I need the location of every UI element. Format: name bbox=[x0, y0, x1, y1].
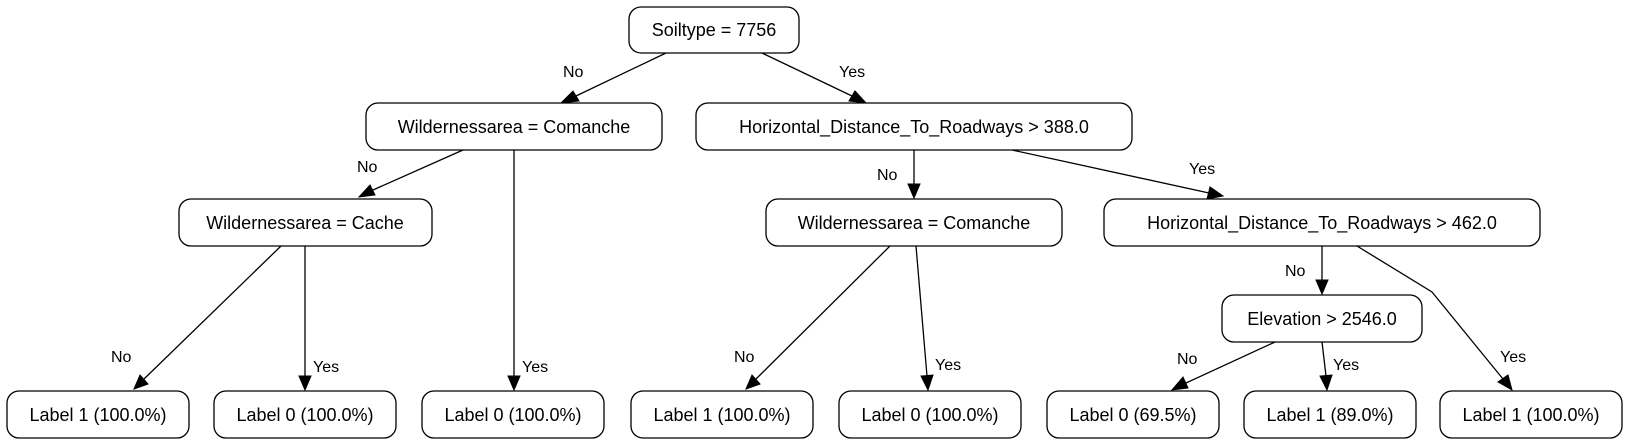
leaf-node-4: Label 1 (100.0%) bbox=[630, 390, 814, 439]
node-label-horizontal-distance-462: Horizontal_Distance_To_Roadways > 462.0 bbox=[1147, 213, 1497, 234]
edge-elev-no bbox=[1170, 341, 1276, 391]
edge-label-cache-yes: Yes bbox=[313, 359, 339, 376]
edge-wa1-no bbox=[357, 149, 464, 198]
edge-root-yes bbox=[761, 52, 868, 104]
node-horizontal-distance-462: Horizontal_Distance_To_Roadways > 462.0 bbox=[1103, 198, 1541, 247]
node-wildernessarea-comanche-1: Wildernessarea = Comanche bbox=[365, 102, 663, 151]
edge-label-elev-yes: Yes bbox=[1333, 357, 1359, 374]
leaf-label-6: Label 0 (69.5%) bbox=[1069, 405, 1196, 425]
leaf-label-4: Label 1 (100.0%) bbox=[653, 405, 790, 425]
edge-label-root-yes: Yes bbox=[839, 64, 865, 81]
edge-label-wa2-no: No bbox=[734, 349, 755, 366]
edge-wa1-yes bbox=[507, 150, 521, 392]
leaf-node-3: Label 0 (100.0%) bbox=[421, 390, 605, 439]
edge-label-wa1-no: No bbox=[357, 159, 378, 176]
node-label-root: Soiltype = 7756 bbox=[652, 20, 777, 40]
edge-hdr388-yes bbox=[1011, 149, 1225, 200]
edge-cache-no bbox=[133, 245, 282, 390]
leaf-label-8: Label 1 (100.0%) bbox=[1462, 405, 1599, 425]
node-label-elevation: Elevation > 2546.0 bbox=[1247, 309, 1397, 329]
leaf-label-3: Label 0 (100.0%) bbox=[444, 405, 581, 425]
node-label-wildernessarea-cache: Wildernessarea = Cache bbox=[206, 213, 404, 233]
edge-hdr388-no bbox=[907, 150, 921, 200]
edge-label-root-no: No bbox=[563, 64, 584, 81]
leaf-label-2: Label 0 (100.0%) bbox=[236, 405, 373, 425]
leaf-label-7: Label 1 (89.0%) bbox=[1266, 405, 1393, 425]
leaf-node-1: Label 1 (100.0%) bbox=[6, 390, 190, 439]
edge-hdr462-no bbox=[1315, 246, 1329, 296]
node-elevation: Elevation > 2546.0 bbox=[1221, 294, 1423, 343]
leaf-node-6: Label 0 (69.5%) bbox=[1046, 390, 1220, 439]
edge-elev-yes bbox=[1319, 341, 1333, 392]
leaf-node-5: Label 0 (100.0%) bbox=[838, 390, 1022, 439]
node-wildernessarea-comanche-2: Wildernessarea = Comanche bbox=[765, 198, 1063, 247]
leaf-label-5: Label 0 (100.0%) bbox=[861, 405, 998, 425]
leaf-node-7: Label 1 (89.0%) bbox=[1243, 390, 1417, 439]
edge-label-hdr388-yes: Yes bbox=[1189, 161, 1215, 178]
edge-root-no bbox=[559, 52, 667, 104]
edge-label-hdr462-yes: Yes bbox=[1500, 349, 1526, 366]
edge-label-elev-no: No bbox=[1177, 351, 1198, 368]
edge-wa2-no bbox=[745, 245, 891, 390]
node-label-horizontal-distance-388: Horizontal_Distance_To_Roadways > 388.0 bbox=[739, 117, 1089, 138]
edge-label-wa2-yes: Yes bbox=[935, 357, 961, 374]
edge-label-wa1-yes: Yes bbox=[522, 359, 548, 376]
node-label-wildernessarea-comanche-2: Wildernessarea = Comanche bbox=[798, 213, 1031, 233]
edge-label-hdr388-no: No bbox=[877, 167, 898, 184]
edge-cache-yes bbox=[298, 246, 312, 392]
leaf-node-2: Label 0 (100.0%) bbox=[213, 390, 397, 439]
node-wildernessarea-cache: Wildernessarea = Cache bbox=[178, 198, 433, 247]
leaf-node-8: Label 1 (100.0%) bbox=[1439, 390, 1623, 439]
node-horizontal-distance-388: Horizontal_Distance_To_Roadways > 388.0 bbox=[695, 102, 1133, 151]
edge-label-cache-no: No bbox=[111, 349, 132, 366]
node-root: Soiltype = 7756 bbox=[628, 6, 800, 54]
edge-label-hdr462-no: No bbox=[1285, 263, 1306, 280]
edge-hdr462-yes bbox=[1356, 245, 1513, 392]
edge-wa2-yes bbox=[915, 245, 934, 392]
leaf-label-1: Label 1 (100.0%) bbox=[29, 405, 166, 425]
node-label-wildernessarea-comanche-1: Wildernessarea = Comanche bbox=[398, 117, 631, 137]
